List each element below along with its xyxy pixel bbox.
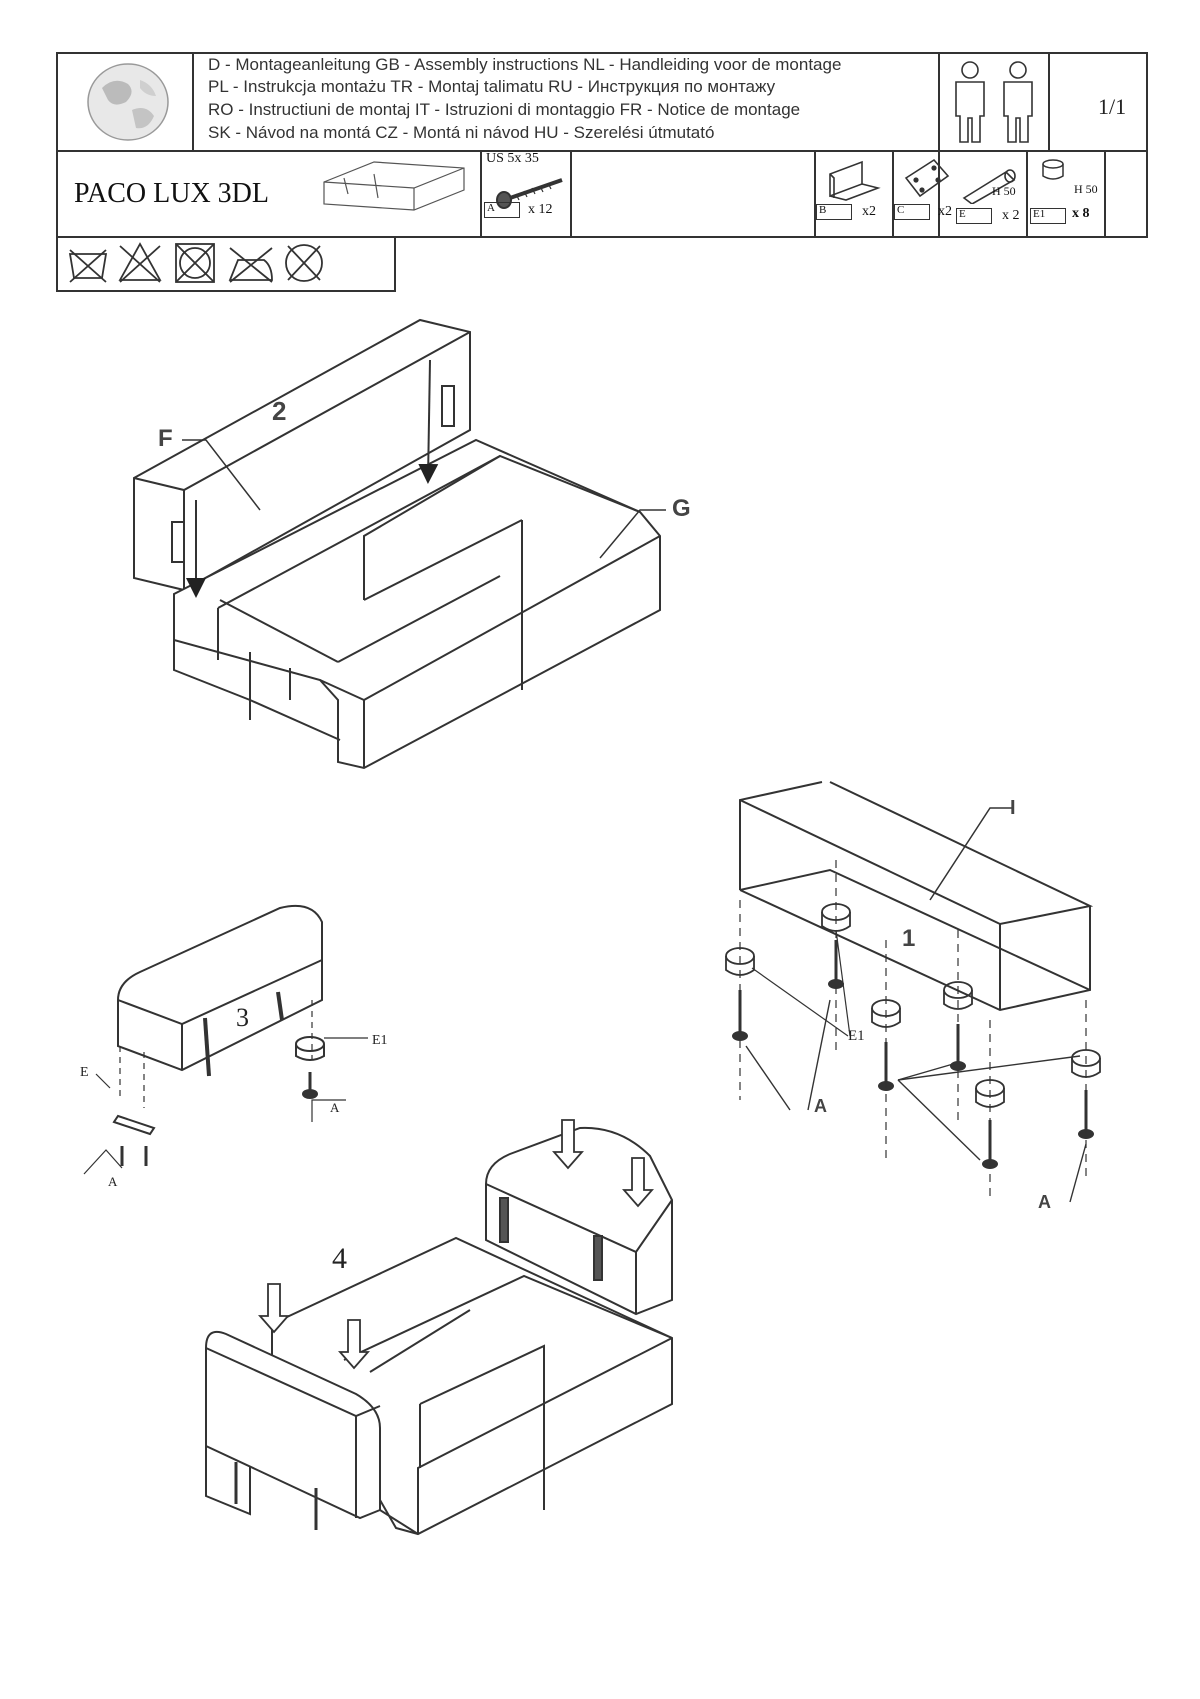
part-e1-letter: E1 [1033, 208, 1046, 220]
assembly-drawings: 2 F G [80, 318, 1101, 1536]
part-a-letter: A [487, 202, 495, 214]
part-e1-spec: H 50 [1074, 182, 1098, 196]
part-e-letter: E [959, 208, 966, 220]
step-4-number: 4 [332, 1242, 347, 1275]
step-1-drawing [725, 781, 1101, 1203]
two-persons-icon [955, 61, 1033, 143]
no-bleach-icon [118, 242, 162, 283]
page-number: 1/1 [1098, 94, 1127, 119]
step-1-label-a-2: A [1038, 1192, 1051, 1212]
part-a-spec: US 5x 35 [486, 151, 539, 166]
step-2-drawing [133, 318, 666, 770]
part-b-letter: B [819, 204, 827, 216]
step-3-label-a-1: A [108, 1174, 118, 1189]
part-e-spec: H 50 [992, 184, 1016, 198]
no-dry-clean-icon [285, 244, 323, 282]
part-c-letter: C [897, 204, 905, 216]
plate-c-icon [904, 158, 950, 198]
care-icons [68, 242, 323, 283]
care-icons-row [56, 236, 396, 292]
step-3-number: 3 [236, 1003, 249, 1032]
part-e1-qty: x 8 [1072, 206, 1090, 221]
language-line-4: SK - Návod na montá CZ - Montá ni návod … [208, 123, 715, 142]
step-1-number: 1 [902, 925, 915, 952]
language-line-1: D - Montageanleitung GB - Assembly instr… [208, 55, 842, 74]
language-line-2: PL - Instrukcja montażu TR - Montaj tali… [208, 77, 776, 96]
step-4-drawing [205, 1119, 673, 1536]
language-line-3: RO - Instructiuni de montaj IT - Istruzi… [208, 100, 801, 119]
bracket-b-icon [829, 160, 881, 201]
leg-e-icon [962, 169, 1016, 204]
foot-e1-icon [1042, 159, 1064, 180]
globe-logo-icon [87, 63, 169, 141]
step-1-label-a-1: A [814, 1096, 827, 1116]
screw-icon [496, 178, 563, 209]
label-f: F [158, 425, 173, 452]
model-name: PACO LUX 3DL [74, 178, 269, 209]
step-3-label-e: E [80, 1065, 89, 1080]
part-a-qty: x 12 [528, 202, 553, 217]
step-3-drawing [83, 904, 368, 1175]
sofa-thumbnail-icon [323, 161, 465, 211]
header-table: D - Montageanleitung GB - Assembly instr… [56, 52, 1148, 238]
no-tumble-dry-icon [175, 243, 215, 283]
label-i: I [1010, 797, 1016, 819]
step-3-label-a-2: A [330, 1100, 340, 1115]
no-wash-icon [68, 249, 108, 283]
part-c-qty: x2 [938, 204, 952, 219]
step-1-label-e1: E1 [848, 1028, 865, 1044]
part-e-qty: x 2 [1002, 208, 1020, 223]
part-b-qty: x2 [862, 204, 876, 219]
step-3-label-e1: E1 [372, 1033, 388, 1048]
label-g: G [672, 495, 691, 522]
header-divider [58, 150, 1146, 152]
no-iron-icon [228, 247, 273, 283]
step-2-number: 2 [272, 396, 286, 426]
